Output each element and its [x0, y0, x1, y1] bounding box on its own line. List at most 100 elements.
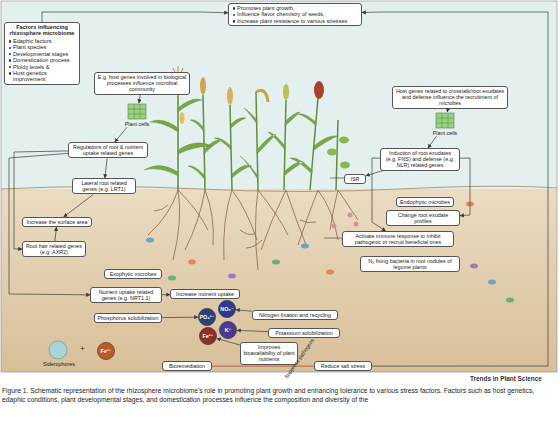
microbe-box: N₂ fixing bacteria in root nodules of le… [360, 256, 460, 272]
connector [237, 330, 268, 331]
connector [372, 158, 386, 231]
connector [9, 153, 90, 294]
effect-box: Improves bioavailability of plant nutrie… [240, 342, 298, 365]
sky-band [1, 1, 557, 190]
node-text: Reduce salt stress [317, 363, 369, 369]
connector [162, 317, 198, 319]
plant-cell-icon [436, 113, 454, 128]
plant-cell-icon [128, 104, 146, 119]
node-text: Nitrogen fixation and recycling [255, 312, 335, 318]
node-text: PO₄³⁻ [200, 314, 215, 320]
cell-grid [436, 113, 454, 128]
connector [115, 127, 127, 142]
connector [428, 136, 436, 148]
siderophore-label: Siderophores [34, 361, 84, 367]
node-text: E.g. host genes involved in biological p… [97, 74, 187, 93]
node-text: Plant species [7, 44, 77, 50]
microbe [301, 244, 309, 249]
node-text: Bioremediation [165, 363, 209, 369]
process-box: Phosphorus solubilization [94, 313, 162, 323]
root-nodule [354, 222, 359, 227]
connector [42, 12, 228, 22]
effect-box: Bioremediation [162, 361, 212, 371]
circle-shape [97, 342, 114, 359]
node-text: Increase plant resistance to various str… [231, 18, 359, 24]
gene-box: Root hair related genes (e.g. AXR2) [22, 241, 86, 257]
connector [64, 194, 94, 217]
node-text: Edaphic factors [7, 38, 77, 44]
cell-label: Plant cells [116, 103, 158, 127]
node-text: Increase nutrient uptake [173, 291, 237, 297]
gene-box: Regulations of root & nutrient uptake re… [68, 142, 148, 158]
node-text: Potassium solubilization [271, 330, 337, 336]
process-box: Host genes related to crosstalk/root exu… [392, 86, 508, 109]
cell-label: Plant cells [424, 112, 466, 136]
node-text: Promotes plant growth, [231, 5, 359, 11]
node-text: Improves bioavailability of plant nutrie… [243, 344, 295, 363]
microbe [488, 280, 496, 285]
root-nodule [332, 224, 337, 229]
ion-circle: K⁺ [219, 321, 237, 339]
microbe [146, 238, 154, 243]
connector [14, 151, 68, 249]
ion-circle: PO₄³⁻ [198, 308, 216, 326]
gene-box: Nutrient uptake related genes (e.g. NRT1… [90, 287, 162, 303]
effect-box: Reduce salt stress [314, 361, 372, 371]
node-text: Lateral root related genes (e.g. LRT1) [75, 180, 133, 192]
node-text: NO₃⁻ [220, 306, 233, 312]
node-text: Domestication process [7, 57, 77, 63]
connector [447, 109, 449, 112]
plant-leaves [144, 99, 338, 180]
node-text: Host genes related to crosstalk/root exu… [395, 88, 505, 107]
node-text: Siderophores [34, 361, 84, 367]
wheat-head [227, 87, 233, 105]
caption: Figure 1. Schematic representation of th… [2, 386, 558, 404]
node-text: K⁺ [225, 327, 232, 333]
connector [362, 12, 548, 366]
node-text: Increase the surface area [25, 219, 89, 225]
rice-panicle [256, 90, 268, 102]
microbe [228, 274, 236, 279]
node-text: Developmental stages [7, 51, 77, 57]
node-text: Influence flavor chemistry of seeds, [231, 11, 359, 17]
sorghum-head [314, 81, 324, 99]
cell-grid [128, 104, 146, 119]
connector [139, 95, 140, 103]
maize-cob [180, 112, 185, 124]
watermark: Trends in Plant Science [470, 375, 542, 382]
connector [366, 171, 383, 176]
node-text: Root hair related genes (e.g. AXR2) [25, 243, 83, 255]
microbe [470, 264, 478, 269]
connector [105, 158, 107, 178]
gene-box: Induction of root exudates (e.g. FNS) an… [380, 148, 460, 171]
factor-box: Factors influencing rhizosphere microbio… [4, 22, 80, 85]
circle-shape [219, 321, 236, 338]
grain-head [283, 84, 289, 100]
gene-box: Lateral root related genes (e.g. LRT1) [72, 178, 136, 194]
node-text: Induction of root exudates (e.g. FNS) an… [383, 150, 457, 169]
root-system [148, 190, 358, 270]
connector [236, 310, 252, 311]
legume-leaf [339, 137, 349, 144]
effect-box: Change root exudate profiles [386, 210, 460, 226]
microbe [466, 202, 474, 207]
siderophore-symbol [49, 341, 67, 359]
node-text: Change root exudate profiles [389, 212, 457, 224]
microbe-box: Exophytic microbes [104, 269, 162, 279]
effect-box: Activate immune response to inhibit path… [342, 231, 454, 247]
ion-circle: Fe³⁺ [199, 327, 217, 345]
process-box: Potassium solubilization [268, 328, 340, 338]
microbe [326, 270, 334, 275]
connector [460, 158, 470, 216]
legume-leaf [327, 149, 337, 156]
node-text: Exophytic microbes [107, 271, 159, 277]
effect-box: Increase nutrient uptake [170, 289, 240, 299]
figure-frame [1, 1, 557, 372]
node-text: Host genetics improvement [7, 70, 77, 83]
ion-circle: NO₃⁻ [218, 300, 236, 318]
microbe-box: Endophytic microbes [396, 197, 454, 207]
node-text: Ploidy levels & [7, 64, 77, 70]
process-box: Nitrogen fixation and recycling [252, 310, 338, 320]
circle-shape [218, 300, 235, 317]
